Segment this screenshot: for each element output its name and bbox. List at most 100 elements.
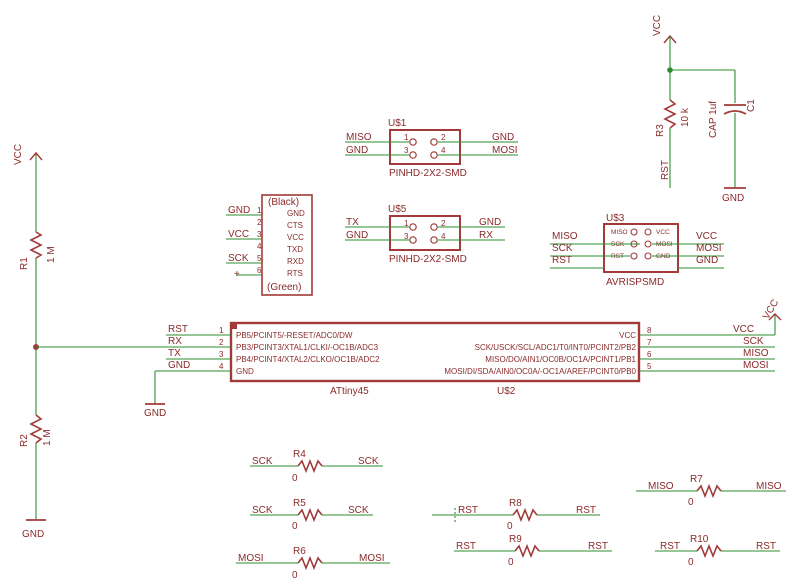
ftdi-pin-2: 2 [257,218,262,227]
u1-header: U$1 1 2 3 4 MISO GND GND MOSI PINHD-2X2-… [345,118,518,179]
u2-pin-pb1: MISO/DO/AIN1/OC0B/OC1A/PCINT1/PB1 [485,355,636,364]
ftdi-pin-3: 3 [257,230,262,239]
u2-pin-num-8: 8 [647,326,652,335]
u2-gnd-symbol-label: GND [144,408,166,419]
u5-header: U$5 1 2 3 4 TX GND GND RX PINHD-2X2-SMD [345,204,505,265]
r10-value: 0 [688,557,694,568]
cap-gnd-label: GND [722,193,744,204]
u3-net-gnd: GND [696,255,718,266]
left-gnd-label: GND [22,529,44,540]
left-vcc-label: VCC [13,144,24,165]
u1-pin-4: 4 [441,146,446,155]
u3-net-mosi: MOSI [696,243,722,254]
ftdi-pin-cts: CTS [287,221,303,230]
r4-value: 0 [292,473,298,484]
u3-name: U$3 [606,213,625,224]
r9-right-net: RST [588,541,608,552]
u2-part: ATtiny45 [330,386,369,397]
u1-net-left-1: MISO [346,132,372,143]
u3-pin-miso: MISO [611,229,628,236]
u2-pin-pb2: SCK/USCK/SCL/ADC1/T0/INT0/PCINT2/PB2 [475,343,637,352]
r7-right-net: MISO [756,481,782,492]
r8-left-net: RST [458,505,478,516]
r3-rst-label: RST [660,160,671,180]
u2-net-gnd: GND [168,360,190,371]
reset-rc-network: VCC R3 10 k RST CAP 1uf C1 GND [652,15,757,204]
u1-net-right-4: MOSI [492,145,518,156]
ftdi-net-sck: SCK [228,253,249,264]
u1-pin-1: 1 [404,133,409,142]
r1-name: R1 [19,257,30,270]
c1-capacitor [723,104,747,115]
u3-package: AVRISPSMD [606,277,664,288]
ftdi-net-gnd: GND [228,205,250,216]
r10-name: R10 [690,534,709,545]
u5-pin-1: 1 [404,219,409,228]
u2-pin-num-4: 4 [219,362,224,371]
u1-package: PINHD-2X2-SMD [389,168,467,179]
vcc-arrow-left [29,151,43,161]
u5-net-left-3: GND [346,230,368,241]
r5-name: R5 [293,498,306,509]
u5-net-right-2: GND [479,217,501,228]
u2-pin-num-2: 2 [219,338,224,347]
r9-name: R9 [509,534,522,545]
u2-net-miso: MISO [743,348,769,359]
r8-name: R8 [509,498,522,509]
r3-name: R3 [655,124,666,137]
r8-right-net: RST [576,505,596,516]
r5-right-net: SCK [348,505,369,516]
ftdi-pin-rxd: RXD [287,257,304,266]
r6-right-net: MOSI [359,553,385,564]
resistor-r9: RST R9 0 RST [454,534,612,568]
r4-right-net: SCK [358,456,379,467]
u2-attiny45: GND VCC 1 2 3 4 8 7 6 5 PB5/PCINT5/-RESE… [144,298,782,419]
u3-avrisp: U$3 MISO SCK RST VCC MOSI GND MISO SCK R… [550,213,724,288]
r3-resistor [663,99,677,129]
ftdi-net-vcc: VCC [228,229,249,240]
u2-pin-pb4: PB4/PCINT4/XTAL2/CLKO/OC1B/ADC2 [236,355,380,364]
r6-value: 0 [292,570,298,581]
cap-vcc-label: VCC [652,15,663,36]
r1-value: 1 M [46,246,57,263]
u1-pin-2: 2 [441,133,446,142]
ftdi-pin-gnd: GND [287,209,305,218]
u2-net-rst: RST [168,324,188,335]
u5-pin-2: 2 [441,219,446,228]
ftdi-pin-1: 1 [257,206,262,215]
ftdi-pin-4: 4 [257,242,262,251]
r7-value: 0 [688,497,694,508]
u2-net-mosi: MOSI [743,360,769,371]
resistor-r8: RST R8 0 RST [432,498,600,532]
u1-name: U$1 [388,118,407,129]
r5-left-net: SCK [252,505,273,516]
ftdi-pins: 1 2 3 4 5 6 GND CTS VCC TXD RXD RTS [257,206,305,278]
c1-name: C1 [746,99,757,112]
u2-pin-gnd: GND [236,367,254,376]
u2-pin-num-6: 6 [647,350,652,359]
u1-net-left-3: GND [346,145,368,156]
u5-pin-4: 4 [441,232,446,241]
u2-pin-pb0: MOSI/DI/SDA/AIN0/OC0A/-OC1A/AREF/PCINT0/… [444,367,636,376]
r7-left-net: MISO [648,481,674,492]
u2-pin-pb3: PB3/PCINT3/XTAL1/CLKI/-OC1B/ADC3 [236,343,379,352]
u3-net-sck: SCK [552,243,573,254]
u2-net-sck: SCK [743,336,764,347]
u5-package: PINHD-2X2-SMD [389,254,467,265]
u3-pin-vcc: VCC [656,229,670,236]
left-divider: VCC R1 1 M R2 1 M GND [13,144,230,540]
ftdi-pin-5: 5 [257,254,262,263]
u1-net-right-2: GND [492,132,514,143]
r8-value: 0 [507,521,513,532]
resistor-r7: MISO R7 0 MISO [636,474,786,508]
r5-value: 0 [292,521,298,532]
r10-right-net: RST [756,541,776,552]
ftdi-pin-6: 6 [257,266,262,275]
u2-pin-num-5: 5 [647,362,652,371]
r4-left-net: SCK [252,456,273,467]
u2-pin-pb5: PB5/PCINT5/-RESET/ADC0/DW [236,331,353,340]
r2-name: R2 [19,434,30,447]
ftdi-header: (Black) (Green) 1 2 3 4 5 6 GND CTS VCC … [226,194,313,296]
r6-left-net: MOSI [238,553,264,564]
